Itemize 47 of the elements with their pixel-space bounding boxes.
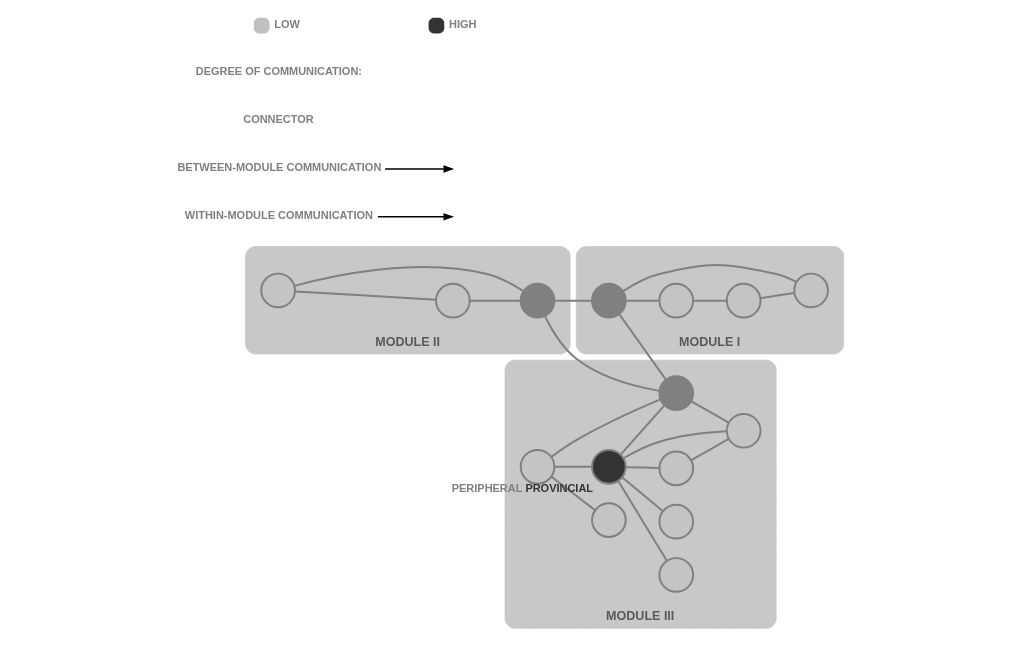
legend-label: LOW [273,17,300,30]
connector [549,398,661,458]
node-circle [657,557,694,593]
node-circle [725,282,761,319]
cluster: MODULE II [244,246,570,355]
connector [468,299,522,302]
arrow [376,213,454,221]
node-circle [657,450,694,487]
connector [621,263,797,293]
connector [617,313,667,381]
legend-label: HIGH [448,17,476,30]
connector [689,437,730,462]
node-circle [519,282,555,319]
node-circle [519,449,555,485]
node-circle [657,503,694,540]
connector [624,299,660,302]
node-circle [657,375,694,411]
connector [689,400,730,424]
connector [691,299,728,302]
node-circle [590,502,627,538]
connector [553,299,593,302]
connector [549,475,596,512]
connector [622,430,727,460]
node-text: WITHIN-MODULE COMMUNICATION [184,208,373,221]
connector [293,266,524,293]
node-label: PERIPHERAL [451,481,522,494]
node-circle [434,282,471,319]
node-circle [259,272,296,309]
node-circle [657,282,694,319]
connector [553,465,593,468]
label: DEGREE OF COMMUNICATION: [195,65,362,78]
connector [616,479,668,562]
node-text: BETWEEN-MODULE COMMUNICATION [176,161,381,174]
label: CONNECTOR [242,113,314,126]
connector [543,315,660,392]
arrow [383,165,454,173]
cluster: MODULE I [575,246,844,355]
node-circle [725,412,761,449]
connector [620,476,664,513]
node-label: PROVINCIAL [524,481,593,494]
node-circle [792,272,829,309]
node-circle [590,449,627,485]
connector [624,466,660,469]
connector [758,291,795,300]
node-circle [590,282,627,319]
connector [619,404,665,456]
connector [293,290,437,301]
